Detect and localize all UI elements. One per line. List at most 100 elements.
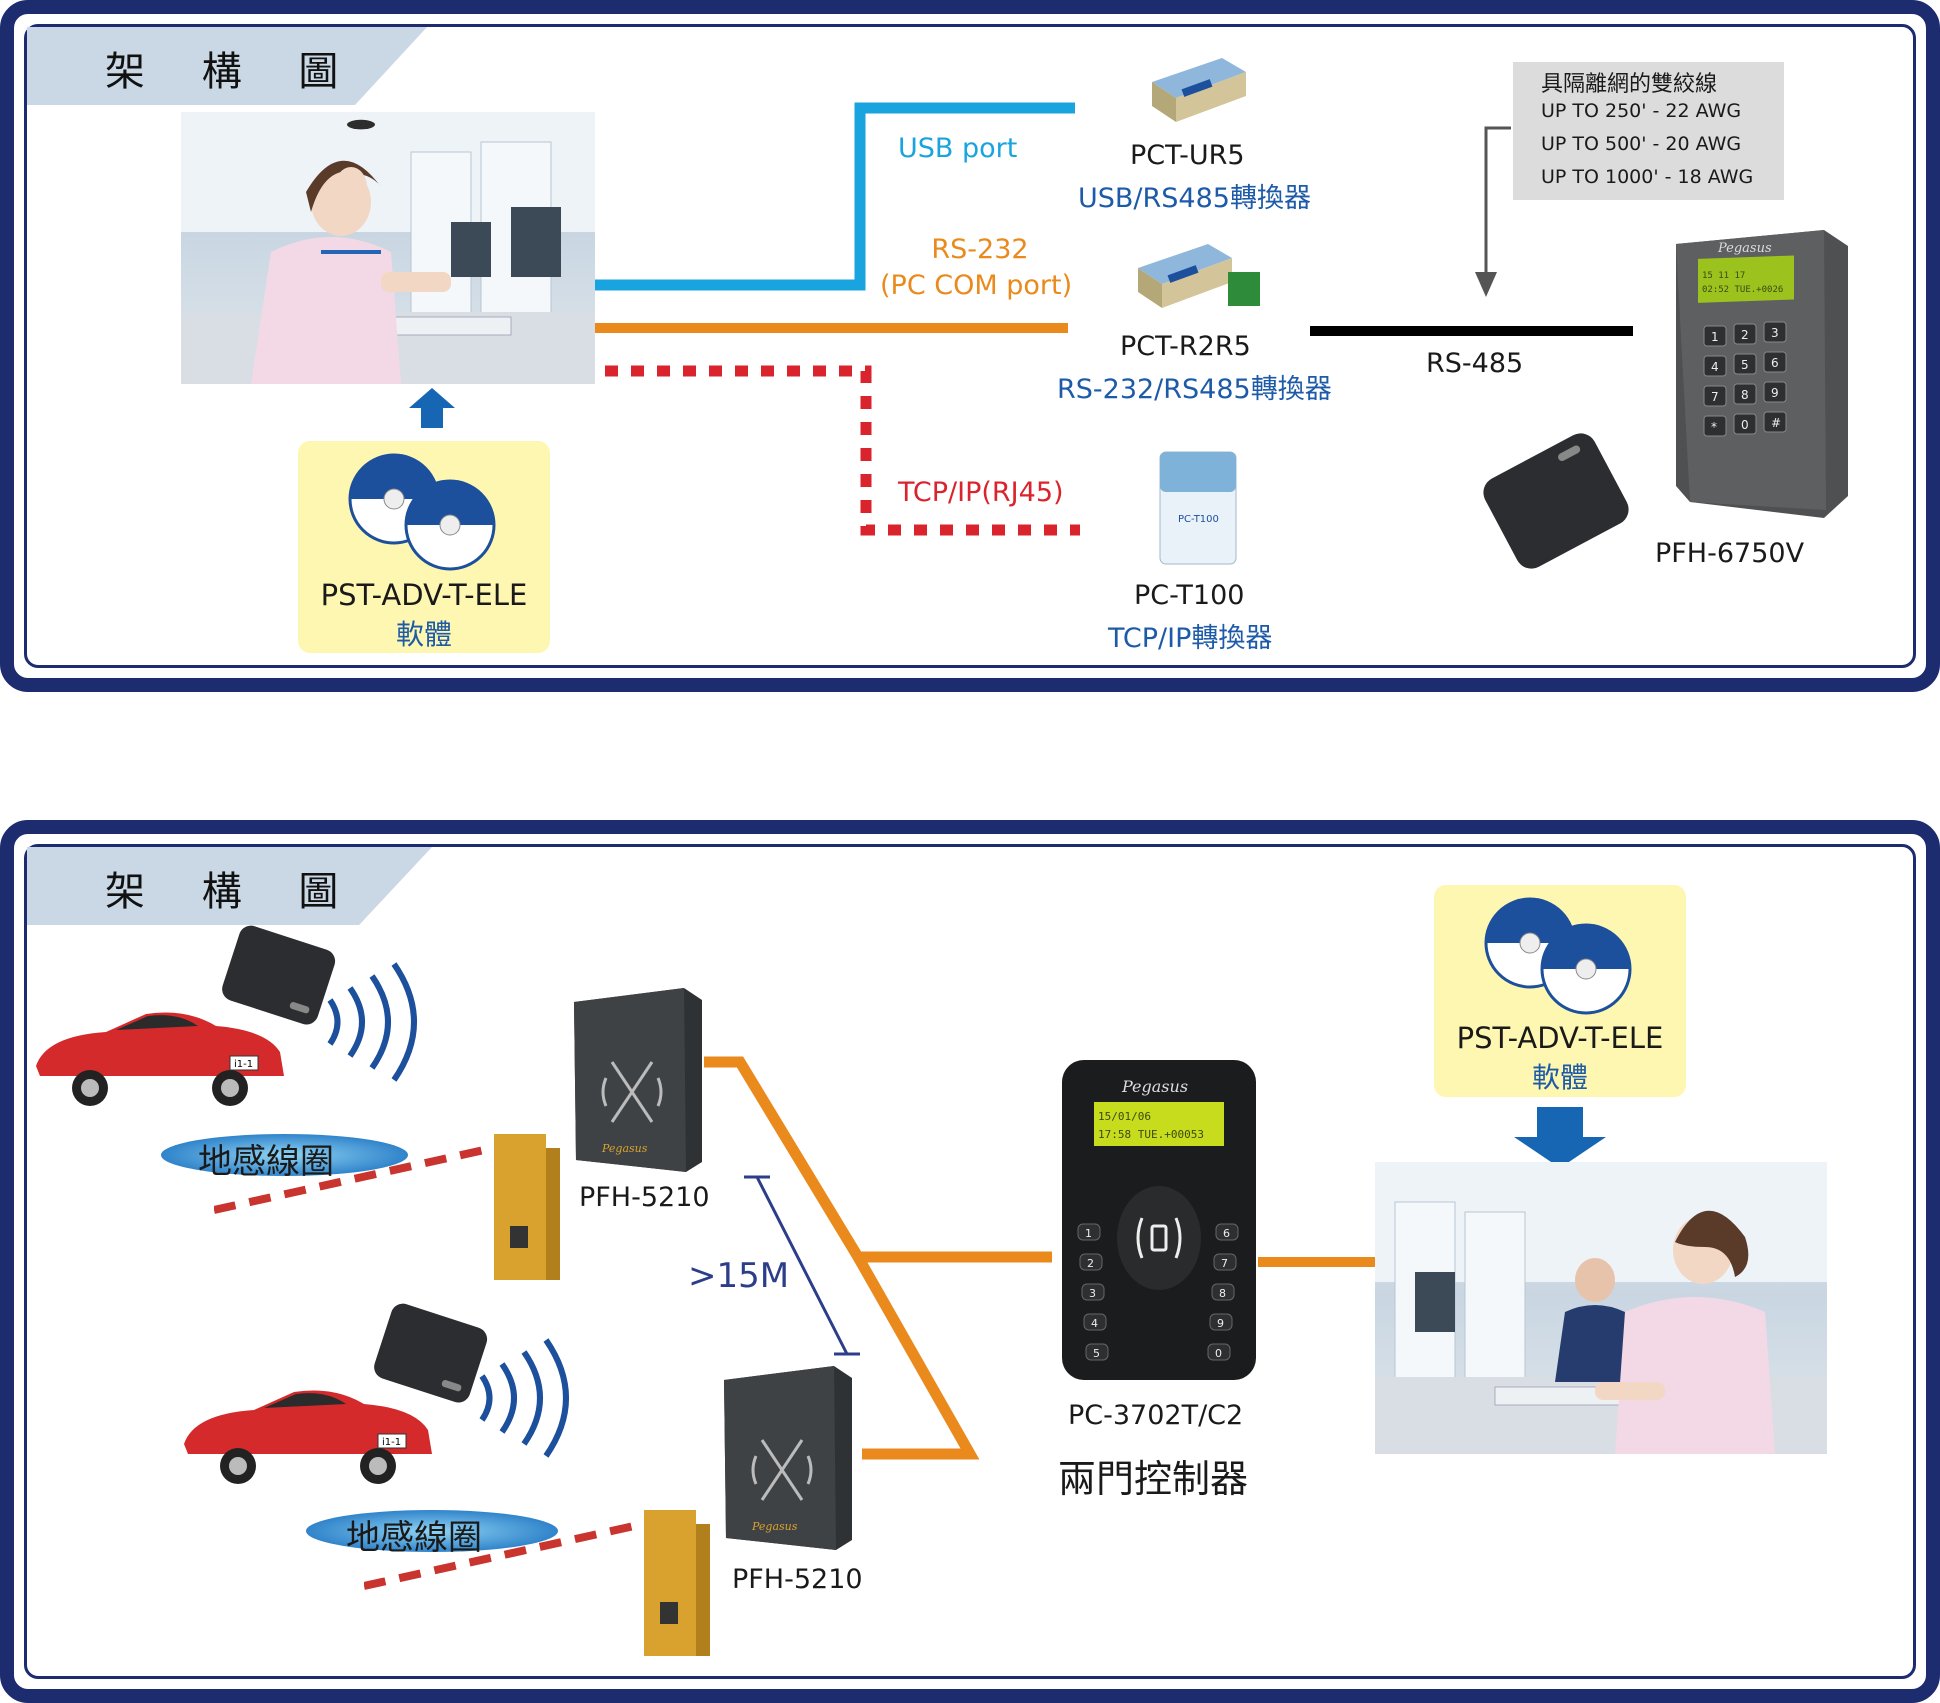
plate-1: i1-1 — [234, 1059, 253, 1070]
panel-1-inner-border — [24, 24, 1916, 668]
controller-key[interactable] — [1209, 1313, 1233, 1331]
pct-ur5-converter-icon — [1152, 58, 1246, 122]
pc-t100-sub: TCP/IP轉換器 — [1108, 623, 1273, 654]
controller-key-label: 6 — [1223, 1227, 1230, 1240]
pfh-5210-reader-icon-1: Pegasus — [574, 988, 702, 1172]
office-scene-2 — [1375, 1162, 1827, 1454]
keypad-key[interactable] — [1733, 413, 1757, 435]
keypad-key-label: 0 — [1741, 418, 1749, 432]
rfid-card-icon-3 — [374, 1303, 488, 1403]
keypad-key-label: 1 — [1711, 330, 1719, 344]
pfh-5210-reader-icon-2: Pegasus — [724, 1366, 852, 1550]
cable-note-line-1: UP TO 250' - 22 AWG — [1541, 100, 1742, 122]
controller-lcd-2: 17:58 TUE.+00053 — [1098, 1128, 1204, 1141]
controller-key[interactable] — [1207, 1343, 1231, 1361]
controller-sub: 兩門控制器 — [1058, 1457, 1249, 1501]
cable-note-title: 具隔離網的雙絞線 — [1541, 72, 1718, 97]
panel-1-wiring — [409, 102, 1633, 536]
controller-key[interactable] — [1215, 1223, 1239, 1241]
panel-1-title: 架 構 圖 一 — [105, 49, 361, 95]
pct-r2r5-converter-icon — [1138, 244, 1260, 308]
barrier-gate-icon-2 — [364, 1510, 710, 1656]
controller-key[interactable] — [1213, 1253, 1237, 1271]
pct-r2r5-name: PCT-R2R5 — [1120, 331, 1251, 362]
keypad-key[interactable] — [1703, 325, 1727, 347]
pfh-6750v-brand: Pegasus — [1717, 241, 1772, 256]
controller-key-label: 7 — [1221, 1257, 1228, 1270]
barrier-gate-icon-1 — [214, 1134, 560, 1280]
pc-t100-converter-icon: PC-T100 — [1159, 451, 1237, 565]
pfh-5210-name-2: PFH-5210 — [732, 1564, 863, 1595]
keypad-key[interactable] — [1703, 385, 1727, 407]
controller-lcd-1: 15/01/06 — [1098, 1110, 1151, 1123]
distance-label: >15M — [688, 1256, 790, 1296]
office-photo-2 — [1375, 1162, 1827, 1454]
pct-ur5-name: PCT-UR5 — [1130, 140, 1245, 171]
controller-key[interactable] — [1083, 1313, 1107, 1331]
pfh-6750v-lcd-2: 02:52 TUE.+0026 — [1702, 285, 1783, 295]
keypad-key-label: 7 — [1711, 390, 1719, 404]
pct-ur5-sub: USB/RS485轉換器 — [1078, 183, 1311, 214]
plate-2: i1-1 — [382, 1437, 401, 1448]
keypad-key[interactable] — [1703, 415, 1727, 437]
keypad-key-label: 4 — [1711, 360, 1719, 374]
cable-note-arrowhead — [1475, 272, 1497, 297]
rs232-label: RS-232 — [931, 234, 1029, 265]
keypad-key[interactable] — [1763, 321, 1787, 343]
pc-com-port-label: (PC COM port) — [880, 270, 1073, 301]
keypad-key[interactable] — [1733, 353, 1757, 375]
panel-2-title-tab: 架 構 圖 二 — [27, 847, 432, 925]
software-name-2: PST-ADV-T-ELE — [1456, 1021, 1664, 1055]
pfh-5210-brand-2: Pegasus — [751, 1520, 798, 1533]
controller-key-label: 1 — [1085, 1227, 1092, 1240]
car-icon-1: i1-1 — [36, 1012, 284, 1106]
cable-note-pointer — [1484, 126, 1511, 282]
controller-key-label: 3 — [1089, 1287, 1096, 1300]
controller-key[interactable] — [1085, 1343, 1109, 1361]
controller-keys-right: 6 7 8 9 0 — [1207, 1223, 1239, 1361]
keypad-key-label: 3 — [1771, 326, 1779, 340]
office-scene-1 — [181, 112, 595, 384]
cable-spec-note: 具隔離網的雙絞線 UP TO 250' - 22 AWG UP TO 500' … — [1513, 62, 1784, 200]
keypad-key[interactable] — [1763, 381, 1787, 403]
ground-loop-2 — [306, 1510, 558, 1552]
software-box-1: PST-ADV-T-ELE 軟體 — [298, 441, 550, 653]
keypad-key-label: 5 — [1741, 358, 1749, 372]
controller-key[interactable] — [1077, 1223, 1101, 1241]
pfh-5210-brand-1: Pegasus — [601, 1142, 648, 1155]
keypad-key[interactable] — [1763, 351, 1787, 373]
panel-2-inner-border — [24, 844, 1916, 1679]
controller-key-label: 9 — [1217, 1317, 1224, 1330]
controller-key-label: 0 — [1215, 1347, 1222, 1360]
controller-brand: Pegasus — [1121, 1077, 1188, 1096]
keypad-key[interactable] — [1703, 355, 1727, 377]
usb-line — [595, 102, 1075, 291]
controller-key[interactable] — [1081, 1283, 1105, 1301]
pc-t100-name: PC-T100 — [1134, 580, 1245, 611]
rs485-label: RS-485 — [1426, 348, 1524, 379]
up-arrow-icon — [409, 388, 455, 428]
svg-text:PC-T100: PC-T100 — [1178, 514, 1219, 525]
keypad-key-label: 2 — [1741, 328, 1749, 342]
cable-note-line-2: UP TO 500' - 20 AWG — [1541, 133, 1742, 155]
controller-key-label: 8 — [1219, 1287, 1226, 1300]
tcpip-label: TCP/IP(RJ45) — [898, 477, 1064, 508]
controller-key[interactable] — [1079, 1253, 1103, 1271]
rfid-card-icon — [1483, 433, 1629, 569]
car-icon-2: i1-1 — [184, 1390, 432, 1484]
controller-key[interactable] — [1211, 1283, 1235, 1301]
tcpip-line — [605, 365, 1080, 536]
rfid-card-icon-2 — [222, 925, 336, 1025]
keypad-key[interactable] — [1733, 323, 1757, 345]
keypad-key[interactable] — [1763, 411, 1787, 433]
controller-name: PC-3702T/C2 — [1068, 1400, 1244, 1431]
pc-3702t-controller-icon: Pegasus 15/01/06 17:58 TUE.+00053 12345 … — [1062, 1060, 1256, 1380]
pfh-5210-name-1: PFH-5210 — [579, 1182, 710, 1213]
panel-1-title-tab: 架 構 圖 一 — [27, 27, 427, 105]
usb-port-label: USB port — [898, 133, 1018, 164]
panel-2-title: 架 構 圖 二 — [105, 869, 361, 915]
keypad-key[interactable] — [1733, 383, 1757, 405]
